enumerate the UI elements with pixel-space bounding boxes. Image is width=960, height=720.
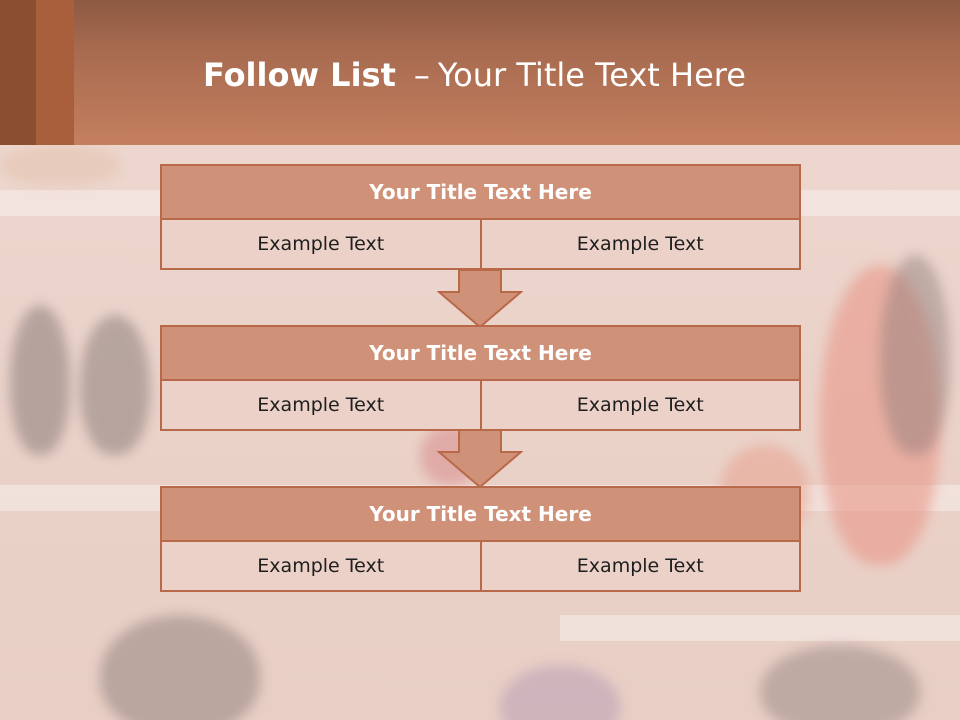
shoe-shape xyxy=(880,255,950,455)
block-cell-right: Example Text xyxy=(479,220,800,268)
shelf xyxy=(560,615,960,641)
shoe-shape xyxy=(0,145,120,185)
title-rest: Your Title Text Here xyxy=(437,56,746,94)
accent-bar xyxy=(36,0,74,145)
title-dash: – xyxy=(413,56,430,94)
block-title: Your Title Text Here xyxy=(160,325,801,381)
shoe-shape xyxy=(820,265,940,565)
shoe-shape xyxy=(100,615,260,720)
list-block: Your Title Text Here Example Text Exampl… xyxy=(160,486,801,592)
shoe-shape xyxy=(10,305,70,455)
list-block: Your Title Text Here Example Text Exampl… xyxy=(160,164,801,270)
block-cell-left: Example Text xyxy=(257,555,385,577)
header-band: Follow List–Your Title Text Here xyxy=(0,0,960,145)
block-title: Your Title Text Here xyxy=(160,164,801,220)
shoe-shape xyxy=(760,645,920,720)
block-row: Example Text Example Text xyxy=(160,542,801,592)
accent-bar xyxy=(0,0,36,145)
shoe-shape xyxy=(80,315,150,455)
title-bold: Follow List xyxy=(203,56,396,94)
slide-title: Follow List–Your Title Text Here xyxy=(203,56,746,96)
block-row: Example Text Example Text xyxy=(160,220,801,270)
block-row: Example Text Example Text xyxy=(160,381,801,431)
block-cell-right: Example Text xyxy=(479,542,800,590)
block-cell-left: Example Text xyxy=(257,394,385,416)
list-block: Your Title Text Here Example Text Exampl… xyxy=(160,325,801,431)
down-arrow-icon xyxy=(437,270,523,328)
block-cell-left: Example Text xyxy=(257,233,385,255)
block-cell-right: Example Text xyxy=(479,381,800,429)
down-arrow-icon xyxy=(437,430,523,488)
block-title: Your Title Text Here xyxy=(160,486,801,542)
